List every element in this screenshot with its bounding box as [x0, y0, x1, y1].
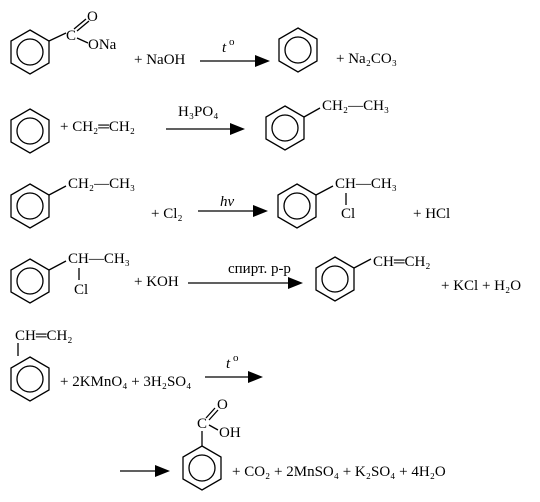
carboxylate-bond [76, 37, 89, 44]
reaction-4: CH—CH₃ Cl + KOH спирт. р-р CH═CH₂ + KCl … [10, 251, 521, 304]
product-chain-3: CH—CH₃ [335, 176, 397, 192]
carbonyl-double-bond-a [73, 18, 87, 30]
ring-to-chain-bond [48, 185, 67, 196]
reagent-1: + NaOH [134, 52, 186, 68]
reactant-chain-3: CH₂—CH₃ [68, 176, 135, 192]
condition-2: H₃PO₄ [178, 104, 218, 120]
reaction-arrow-icon [188, 277, 303, 289]
condition-5-t: t [226, 356, 231, 372]
reaction-arrow-icon [198, 205, 268, 217]
hydroxyl-bond [208, 424, 219, 431]
carbonyl-oxygen: O [217, 397, 228, 413]
condition-5-degree: o [233, 352, 239, 364]
product-chain-2: CH₂—CH₃ [322, 98, 389, 114]
ring-to-carbon-bond [48, 32, 67, 42]
benzene-ring-icon [265, 105, 305, 151]
condition-3: hv [220, 194, 235, 210]
benzene-ring-icon [10, 29, 50, 75]
reactant-substituent-4: Cl [74, 282, 88, 298]
product-extra-4: + KCl + H₂O [441, 278, 521, 294]
reagent-2: + CH₂═CH₂ [60, 119, 135, 135]
reagent-5: + 2KMnO₄ + 3H₂SO₄ [60, 374, 191, 390]
ring-to-chain-bond [303, 107, 321, 118]
benzene-ring-icon [10, 258, 50, 304]
carbonyl-double-bond-b [208, 409, 219, 421]
benzene-ring-icon [182, 445, 222, 491]
reaction-arrow-icon [120, 465, 170, 477]
carbonyl-oxygen: O [87, 9, 98, 25]
reaction-3: CH₂—CH₃ + Cl₂ hv CH—CH₃ Cl + HCl [10, 176, 450, 229]
condition-4: спирт. р-р [228, 261, 291, 277]
benzene-ring-icon [10, 356, 50, 402]
product-chain-4: CH═CH₂ [373, 254, 431, 270]
condition-1-t: t [222, 40, 227, 56]
benzene-ring-icon [10, 108, 50, 154]
benzene-ring-icon [10, 183, 50, 229]
carbonyl-double-bond-a [205, 407, 216, 419]
reaction-arrow-icon [200, 55, 270, 67]
reactant-chain-5: CH═CH₂ [15, 328, 73, 344]
carboxyl-carbon: C [66, 28, 76, 44]
reaction-5: CH═CH₂ + 2KMnO₄ + 3H₂SO₄ t o C O OH + CO… [10, 328, 446, 491]
reaction-1: C O ONa + NaOH t o + Na₂CO₃ [10, 9, 397, 75]
carboxylate-group: ONa [88, 37, 117, 53]
benzene-ring-icon [278, 27, 318, 73]
product-substituent-3: Cl [341, 206, 355, 222]
ring-to-chain-bond [353, 258, 372, 269]
product-extra-1: + Na₂CO₃ [336, 51, 397, 67]
benzene-ring-icon [277, 183, 317, 229]
benzene-ring-icon [315, 256, 355, 302]
product-extra-5: + CO₂ + 2MnSO₄ + K₂SO₄ + 4H₂O [232, 464, 446, 480]
ring-to-chain-bond [315, 185, 334, 196]
hydroxyl-group: OH [219, 425, 241, 441]
carbonyl-double-bond-b [76, 20, 90, 32]
reaction-arrow-icon [166, 123, 245, 135]
ring-to-chain-bond [48, 260, 67, 271]
reagent-3: + Cl₂ [151, 206, 183, 222]
reaction-2: + CH₂═CH₂ H₃PO₄ CH₂—CH₃ [10, 98, 389, 154]
condition-1-degree: o [229, 36, 235, 48]
carboxyl-carbon: C [197, 416, 207, 432]
reagent-4: + KOH [134, 274, 179, 290]
reaction-arrow-icon [205, 371, 263, 383]
product-extra-3: + HCl [413, 206, 450, 222]
reactant-chain-4: CH—CH₃ [68, 251, 130, 267]
